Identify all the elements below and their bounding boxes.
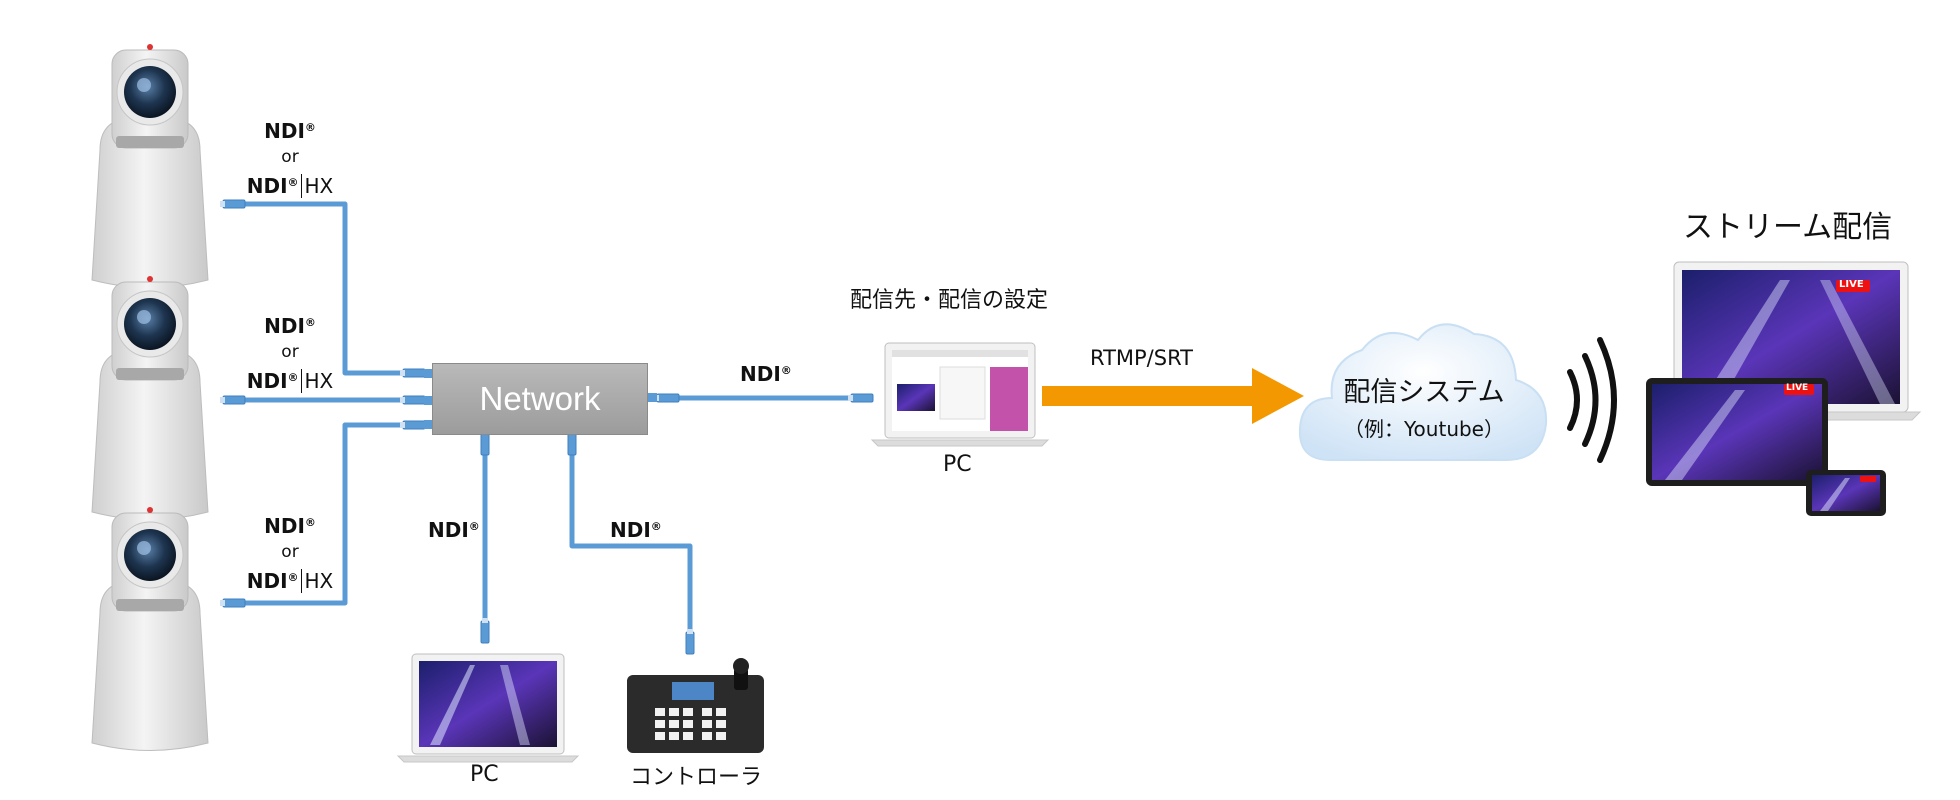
ptz-camera-3 xyxy=(91,506,209,751)
cloud-shape xyxy=(1298,323,1548,461)
pc-bottom-label: PC xyxy=(470,762,499,787)
stream-viewers-title: ストリーム配信 xyxy=(1683,210,1893,245)
broadcast-waves-icon xyxy=(1567,337,1617,463)
cable-hub-controller xyxy=(569,445,693,643)
pc-stream-label: PC xyxy=(943,452,972,477)
cloud-label: 配信システム （例：Youtube） xyxy=(1306,370,1542,442)
cable-camera-3 xyxy=(235,422,420,606)
cloud-subtitle: （例：Youtube） xyxy=(1344,417,1504,441)
rtmp-srt-label: RTMP/SRT xyxy=(1090,346,1193,370)
cables xyxy=(235,201,868,643)
pc-stream-title: 配信先・配信の設定 xyxy=(850,288,1049,313)
viewer-phone xyxy=(1806,470,1886,516)
network-hub: Network xyxy=(432,363,648,435)
ptz-camera-1 xyxy=(91,43,209,288)
controller-label: コントローラ xyxy=(630,765,763,790)
ptz-camera-2 xyxy=(91,275,209,520)
viewer-tablet xyxy=(1646,378,1828,486)
stream-arrow xyxy=(1042,368,1304,424)
hub-to-controller-label: NDI® xyxy=(610,518,662,542)
cloud-title: 配信システム xyxy=(1343,377,1505,408)
hub-to-pc-bottom-label: NDI® xyxy=(428,518,480,542)
hub-ports xyxy=(424,369,657,429)
camera-2-signal-label: NDI® or NDI®HX xyxy=(246,314,334,393)
camera-1-signal-label: NDI® or NDI®HX xyxy=(246,119,334,198)
network-hub-label: Network xyxy=(479,380,601,417)
pc-stream-laptop xyxy=(870,342,1050,447)
controller-device xyxy=(627,658,764,753)
cable-camera-1 xyxy=(235,201,420,376)
hub-to-pc-stream-label: NDI® xyxy=(740,362,792,386)
live-badge-laptop: LIVE xyxy=(1839,279,1864,290)
live-badge-tablet: LIVE xyxy=(1786,383,1809,393)
camera-3-signal-label: NDI® or NDI®HX xyxy=(246,514,334,593)
pc-bottom-laptop xyxy=(396,653,580,763)
